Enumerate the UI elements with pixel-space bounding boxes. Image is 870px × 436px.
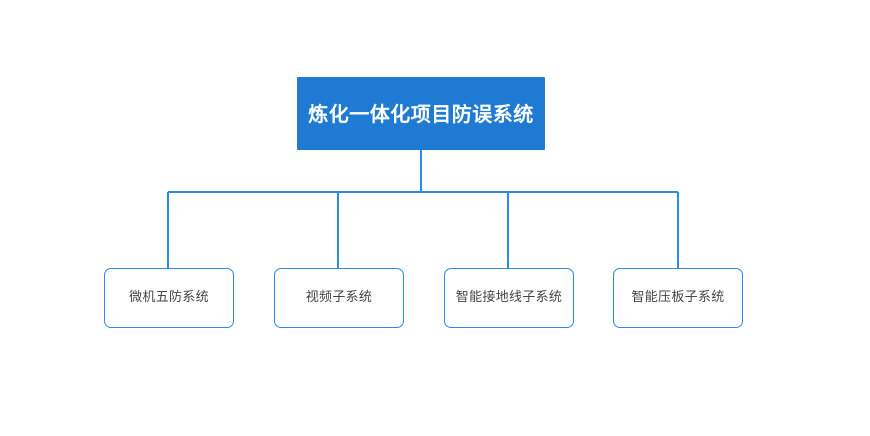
child-node-label: 微机五防系统 bbox=[129, 290, 209, 306]
child-node-jiedixian[interactable]: 智能接地线子系统 bbox=[444, 268, 574, 328]
child-node-label: 智能压板子系统 bbox=[631, 290, 725, 306]
child-node-label: 视频子系统 bbox=[305, 290, 373, 306]
child-node-weiji-wufang[interactable]: 微机五防系统 bbox=[104, 268, 234, 328]
child-node-yaban[interactable]: 智能压板子系统 bbox=[613, 268, 743, 328]
child-node-label: 智能接地线子系统 bbox=[455, 290, 563, 306]
child-node-shipin[interactable]: 视频子系统 bbox=[274, 268, 404, 328]
root-node[interactable]: 炼化一体化项目防误系统 bbox=[297, 77, 545, 150]
root-node-label: 炼化一体化项目防误系统 bbox=[308, 101, 534, 126]
